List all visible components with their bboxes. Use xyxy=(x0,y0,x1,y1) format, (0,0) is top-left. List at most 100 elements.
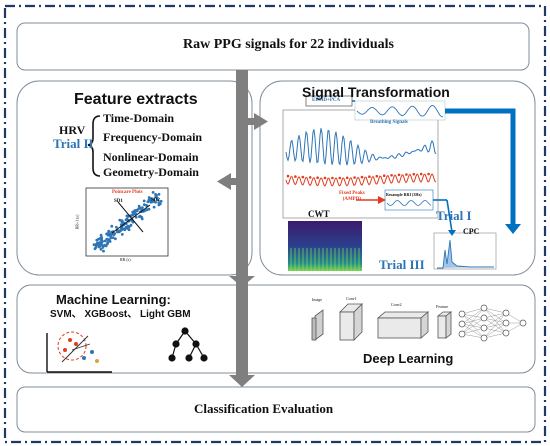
trial1-flow-arrowhead xyxy=(505,224,521,234)
nn-connection xyxy=(461,317,485,335)
breathing-signals-label: Breathing Signals xyxy=(370,120,408,125)
sd2-label: SD2 xyxy=(151,198,160,203)
nn-connection xyxy=(483,332,507,339)
nn-node xyxy=(458,320,466,328)
cpc-flow-line xyxy=(446,199,453,233)
cpc-label: CPC xyxy=(463,227,480,236)
evaluation-box xyxy=(16,386,536,433)
poincare-point xyxy=(125,214,129,218)
poincare-plot xyxy=(85,187,169,257)
cwt-spectrogram xyxy=(288,221,362,271)
hrv-brace xyxy=(87,115,101,177)
nn-connection xyxy=(483,312,507,319)
poincare-point xyxy=(115,225,118,229)
poincare-point xyxy=(135,209,139,213)
nonlinear-domain-label: Nonlinear-Domain xyxy=(103,150,199,164)
nn-node xyxy=(502,319,510,327)
peak-marker xyxy=(382,174,386,177)
poincare-point xyxy=(94,246,98,249)
learning-box xyxy=(16,284,536,374)
poincare-point xyxy=(118,218,122,222)
poincare-point xyxy=(99,233,103,237)
ppg-signal-trace xyxy=(285,128,437,166)
nn-connection xyxy=(461,327,485,335)
peak-marker xyxy=(375,174,379,178)
poincare-point xyxy=(137,207,141,211)
peak-marker xyxy=(331,176,334,180)
cnn-conv1-label: Conv1 xyxy=(346,296,357,301)
peak-marker xyxy=(338,176,342,180)
poincare-point xyxy=(111,236,115,240)
poincare-point xyxy=(124,218,128,222)
cwt-stripes xyxy=(290,248,360,271)
poincare-point xyxy=(152,205,156,209)
outer-frame xyxy=(3,4,547,444)
ml-models-label: SVM、 XGBoost、 Light GBM xyxy=(50,309,191,320)
poincare-point xyxy=(107,239,111,243)
poincare-point xyxy=(120,226,124,230)
peak-marker xyxy=(301,175,305,179)
peak-marker xyxy=(294,175,297,178)
decision-tree-icon xyxy=(168,327,208,362)
trial3-label: Trial III xyxy=(379,257,425,272)
arrow-to-features-head xyxy=(217,173,231,190)
nn-connection xyxy=(461,307,485,325)
poincare-point xyxy=(120,233,124,236)
rri-signal-trace xyxy=(386,200,432,206)
poincare-point xyxy=(96,241,99,245)
peak-signal-trace xyxy=(285,173,437,187)
machine-learning-title: Machine Learning: xyxy=(56,292,171,307)
poincare-point xyxy=(119,229,122,233)
breathing-inset-frame xyxy=(354,100,446,121)
poincare-title: Poincare Plots xyxy=(112,190,143,195)
resample-rri-label: Resample RRI (3Hz) xyxy=(386,192,422,197)
cnn-image-label: Image xyxy=(312,297,322,302)
peak-marker xyxy=(368,175,371,178)
deep-learning-title: Deep Learning xyxy=(363,351,454,366)
poincare-point xyxy=(103,239,107,243)
poincare-xlabel: RR (s) xyxy=(120,257,131,262)
poincare-point xyxy=(157,203,161,207)
poincare-point xyxy=(147,196,151,199)
poincare-point xyxy=(110,224,114,228)
svm-illustration xyxy=(46,331,112,373)
poincare-point xyxy=(111,233,115,236)
poincare-point xyxy=(132,212,136,216)
nn-connection xyxy=(483,307,507,314)
poincare-point xyxy=(114,237,117,241)
main-flow-shaft xyxy=(236,70,248,376)
poincare-point xyxy=(92,243,96,247)
nn-node xyxy=(480,304,488,312)
poincare-point xyxy=(150,197,153,201)
cnn-conv2-label: Conv2 xyxy=(391,302,402,307)
peak-marker xyxy=(360,175,364,179)
peak-marker xyxy=(412,172,416,176)
poincare-point xyxy=(107,229,111,233)
poincare-point xyxy=(157,201,161,204)
nn-node xyxy=(458,310,466,318)
nn-connection xyxy=(461,307,485,315)
nn-connection xyxy=(483,322,507,339)
poincare-point xyxy=(123,228,127,232)
nn-node xyxy=(502,329,510,337)
poincare-point xyxy=(95,243,99,247)
nn-node xyxy=(519,319,527,327)
poincare-point xyxy=(109,236,113,240)
arrow-to-evaluation xyxy=(229,375,255,387)
signal-transformation-title: Signal Transformation xyxy=(302,84,450,100)
poincare-point xyxy=(134,215,138,219)
poincare-point xyxy=(157,192,161,196)
peak-marker xyxy=(308,176,312,179)
frequency-domain-label: Frequency-Domain xyxy=(103,130,203,144)
nn-node xyxy=(480,314,488,322)
nn-connection xyxy=(461,307,485,335)
cwt-label: CWT xyxy=(308,209,330,219)
raw-ppg-title: Raw PPG signals for 22 individuals xyxy=(183,37,394,52)
peak-marker xyxy=(390,174,393,177)
arrow-to-transform-head xyxy=(254,113,268,130)
arrow-to-learning xyxy=(229,276,255,287)
time-domain-label: Time-Domain xyxy=(103,111,175,125)
poincare-point xyxy=(145,208,149,212)
geometry-domain-label: Geometry-Domain xyxy=(103,165,199,179)
